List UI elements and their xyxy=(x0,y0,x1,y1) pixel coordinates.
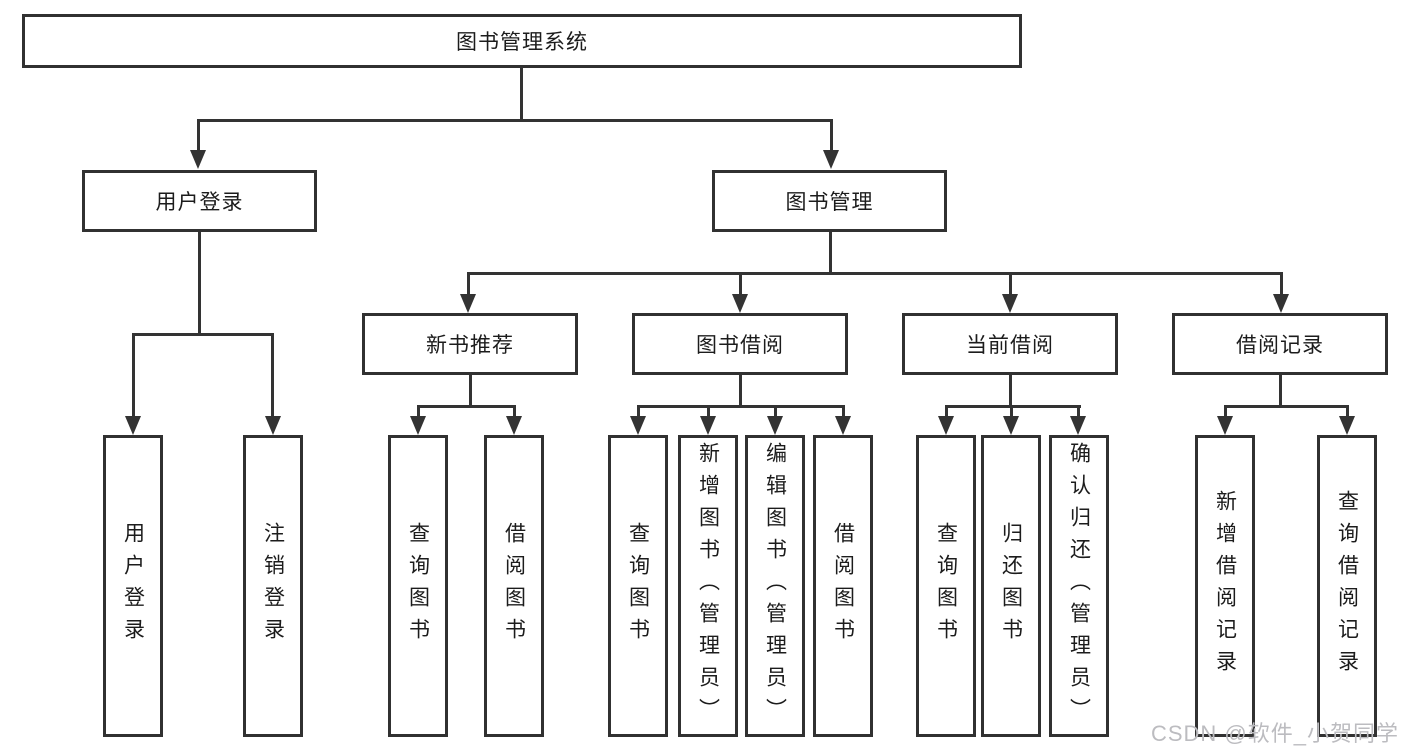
leaf-user-login: 用户登录 xyxy=(103,435,163,737)
leaf-bb-edit-books-label: 编辑图书（管理员） xyxy=(763,442,787,730)
leaf-logout: 注销登录 xyxy=(243,435,303,737)
connector-drop xyxy=(513,405,516,418)
node-borrow-records-label: 借阅记录 xyxy=(1236,334,1324,357)
arrow-down-icon xyxy=(1002,294,1018,313)
node-borrow-records: 借阅记录 xyxy=(1172,313,1388,375)
leaf-nb-query-books-label: 查询图书 xyxy=(406,522,430,650)
leaf-bb-add-books-label: 新增图书（管理员） xyxy=(696,442,720,730)
connector-drop-user-login xyxy=(197,119,200,152)
arrow-down-icon xyxy=(1070,416,1086,435)
leaf-cb-return-books: 归还图书 xyxy=(981,435,1041,737)
node-book-management: 图书管理 xyxy=(712,170,947,232)
leaf-bb-query-books: 查询图书 xyxy=(608,435,668,737)
csdn-watermark: CSDN @软件_小贺同学 xyxy=(1150,721,1399,746)
connector-drop-logout-leaf xyxy=(271,333,274,417)
arrow-down-icon xyxy=(460,294,476,313)
leaf-cb-query-books: 查询图书 xyxy=(916,435,976,737)
node-book-borrow: 图书借阅 xyxy=(632,313,848,375)
leaf-br-query-record: 查询借阅记录 xyxy=(1317,435,1377,737)
connector-rail-new-book-recommend xyxy=(417,405,516,408)
node-current-borrow: 当前借阅 xyxy=(902,313,1118,375)
arrow-down-icon xyxy=(1217,416,1233,435)
connector-drop-current-borrow xyxy=(1009,272,1012,296)
leaf-bb-edit-books: 编辑图书（管理员） xyxy=(745,435,805,737)
connector-drop xyxy=(417,405,420,418)
connector-stub-book-management xyxy=(829,232,832,275)
connector-drop xyxy=(637,405,640,418)
arrow-down-icon xyxy=(1339,416,1355,435)
connector-drop xyxy=(842,405,845,418)
leaf-br-query-record-label: 查询借阅记录 xyxy=(1335,490,1359,682)
arrow-down-icon xyxy=(732,294,748,313)
connector-rail-level2 xyxy=(467,272,1283,275)
leaf-nb-borrow-books: 借阅图书 xyxy=(484,435,544,737)
connector-stub-current-borrow xyxy=(1009,375,1012,408)
leaf-cb-confirm-return: 确认归还（管理员） xyxy=(1049,435,1109,737)
leaf-cb-confirm-return-label: 确认归还（管理员） xyxy=(1067,442,1091,730)
connector-drop-borrow-records xyxy=(1280,272,1283,296)
node-root: 图书管理系统 xyxy=(22,14,1022,68)
node-book-management-label: 图书管理 xyxy=(785,191,874,214)
connector-rail-borrow-records xyxy=(1224,405,1348,408)
connector-stub-borrow-records xyxy=(1279,375,1282,408)
node-user-login: 用户登录 xyxy=(82,170,317,232)
leaf-br-add-record: 新增借阅记录 xyxy=(1195,435,1255,737)
connector-rail-book-borrow xyxy=(637,405,845,408)
connector-drop xyxy=(774,405,777,418)
node-new-book-recommend: 新书推荐 xyxy=(362,313,578,375)
arrow-down-icon xyxy=(767,416,783,435)
leaf-bb-borrow-books-label: 借阅图书 xyxy=(831,522,855,650)
connector-drop-new-book-recommend xyxy=(467,272,470,296)
arrow-down-icon xyxy=(410,416,426,435)
arrow-down-icon xyxy=(700,416,716,435)
leaf-nb-query-books: 查询图书 xyxy=(388,435,448,737)
leaf-bb-add-books: 新增图书（管理员） xyxy=(678,435,738,737)
node-user-login-label: 用户登录 xyxy=(155,191,244,214)
leaf-nb-borrow-books-label: 借阅图书 xyxy=(502,522,526,650)
arrow-down-icon xyxy=(835,416,851,435)
node-current-borrow-label: 当前借阅 xyxy=(966,334,1054,357)
arrow-down-icon xyxy=(823,150,839,169)
connector-rail-current-borrow xyxy=(945,405,1081,408)
connector-drop-book-borrow xyxy=(739,272,742,296)
node-new-book-recommend-label: 新书推荐 xyxy=(426,334,514,357)
arrow-down-icon xyxy=(1273,294,1289,313)
leaf-user-login-label: 用户登录 xyxy=(121,522,145,650)
arrow-down-icon xyxy=(125,416,141,435)
arrow-down-icon xyxy=(190,150,206,169)
arrow-down-icon xyxy=(938,416,954,435)
connector-drop-book-management xyxy=(830,119,833,152)
arrow-down-icon xyxy=(1003,416,1019,435)
leaf-cb-query-books-label: 查询图书 xyxy=(934,522,958,650)
connector-drop xyxy=(1346,405,1349,418)
connector-rail-level1 xyxy=(197,119,833,122)
node-root-label: 图书管理系统 xyxy=(456,31,588,54)
connector-drop xyxy=(707,405,710,418)
connector-stub-root xyxy=(520,67,523,121)
connector-stub-user-login xyxy=(198,232,201,336)
arrow-down-icon xyxy=(630,416,646,435)
leaf-cb-return-books-label: 归还图书 xyxy=(999,522,1023,650)
arrow-down-icon xyxy=(265,416,281,435)
leaf-logout-label: 注销登录 xyxy=(261,522,285,650)
connector-drop xyxy=(1010,405,1013,418)
leaf-bb-query-books-label: 查询图书 xyxy=(626,522,650,650)
connector-drop xyxy=(1077,405,1080,418)
connector-stub-book-borrow xyxy=(739,375,742,408)
connector-drop-user-login-leaf xyxy=(132,333,135,417)
connector-rail-user-login xyxy=(132,333,274,336)
connector-drop xyxy=(1224,405,1227,418)
connector-drop xyxy=(945,405,948,418)
node-book-borrow-label: 图书借阅 xyxy=(696,334,784,357)
leaf-bb-borrow-books: 借阅图书 xyxy=(813,435,873,737)
leaf-br-add-record-label: 新增借阅记录 xyxy=(1213,490,1237,682)
arrow-down-icon xyxy=(506,416,522,435)
connector-stub-new-book-recommend xyxy=(469,375,472,408)
